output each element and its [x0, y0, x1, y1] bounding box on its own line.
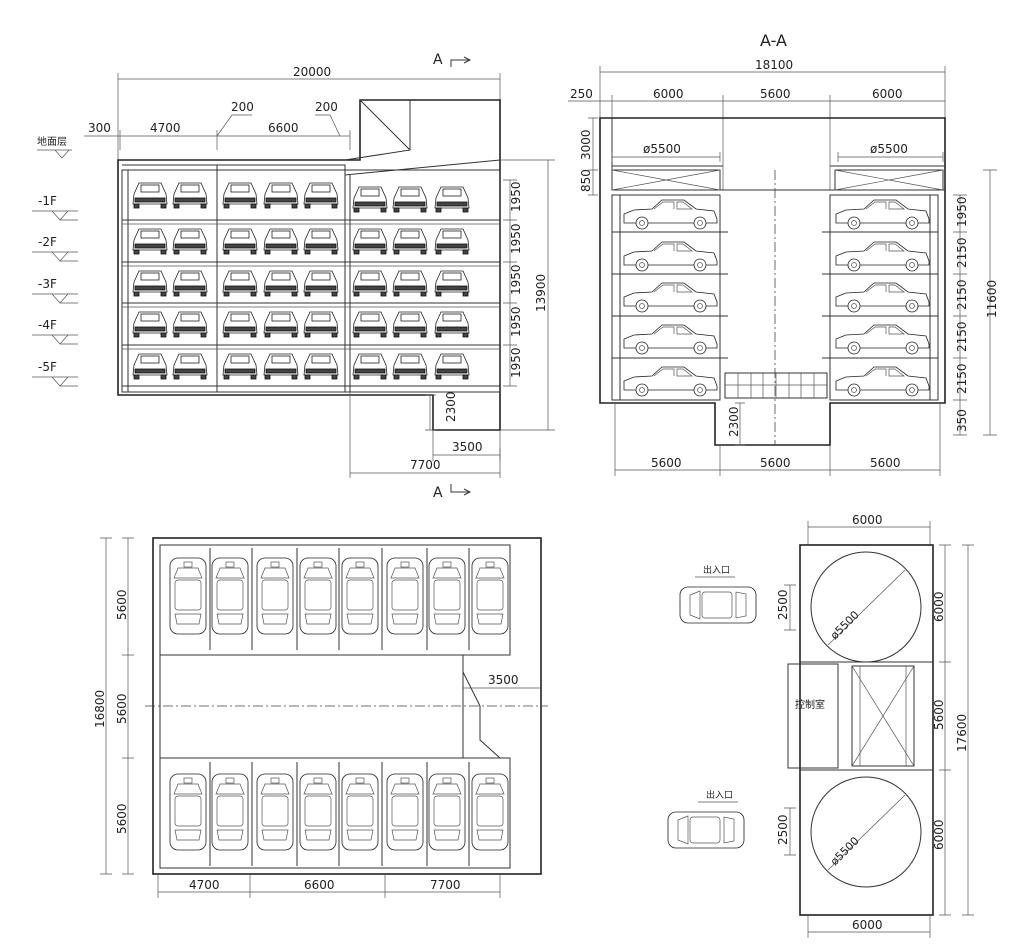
section-span-3: 6000 — [872, 87, 903, 101]
section-h4: 2150 — [955, 321, 969, 352]
entrance-h3: 6000 — [932, 819, 946, 850]
plan-bottom-7700: 7700 — [430, 878, 461, 892]
section-title: A-A — [760, 31, 787, 50]
section-h5: 2150 — [955, 363, 969, 394]
elev-bottom-width: 7700 — [410, 458, 441, 472]
entrance-top-width: 6000 — [852, 513, 883, 527]
section-span-2: 5600 — [760, 87, 791, 101]
plan-h2: 5600 — [115, 693, 129, 724]
elevation-seg-300: 300 — [88, 121, 111, 135]
plan-bottom-4700: 4700 — [189, 878, 220, 892]
plan-lane-width: 3500 — [488, 673, 519, 687]
entrance-queue-bottom: 2500 — [776, 814, 790, 845]
entrance-label-top: 出入口 — [703, 564, 730, 576]
section-overall-width: 18100 — [755, 58, 793, 72]
entrance-queue-top: 2500 — [776, 589, 790, 620]
elev-pit-width: 3500 — [452, 440, 483, 454]
section-pit-depth: 2300 — [727, 406, 741, 437]
entrance-plan-view: 6000 ø5500 ø5500 控制室 出入口 出入口 2500 2500 6… — [667, 513, 974, 938]
elev-pit-depth: 2300 — [444, 391, 458, 422]
elev-h5: 1950 — [509, 347, 523, 378]
entrance-bottom-width: 6000 — [852, 918, 883, 932]
entrance-h1: 6000 — [932, 591, 946, 622]
section-bottom-span-3: 5600 — [870, 456, 901, 470]
elevation-cars — [132, 182, 470, 380]
entrance-h2: 5600 — [932, 699, 946, 730]
section-total-height: 11600 — [985, 280, 999, 318]
level-1f: -1F — [38, 194, 57, 208]
entrance-turntable-bottom: ø5500 — [828, 834, 862, 868]
elev-h2: 1950 — [509, 223, 523, 254]
section-left-margin: 250 — [570, 87, 593, 101]
section-h1: 1950 — [955, 196, 969, 227]
section-cars — [623, 199, 930, 397]
entrance-turntable-top: ø5500 — [828, 608, 862, 642]
level-5f: -5F — [38, 360, 57, 374]
plan-total-height: 16800 — [93, 690, 107, 728]
plan-bottom-6600: 6600 — [304, 878, 335, 892]
section-bottom-span-1: 5600 — [651, 456, 682, 470]
entrance-label-bottom: 出入口 — [706, 789, 733, 801]
section-view: A-A 18100 250 6000 5600 6000 ø5500 ø5500… — [568, 31, 999, 476]
section-top-height-3000: 3000 — [579, 129, 593, 160]
section-span-1: 6000 — [653, 87, 684, 101]
level-4f: -4F — [38, 318, 57, 332]
elevation-overall-width: 20000 — [293, 65, 331, 79]
control-room-label: 控制室 — [795, 698, 825, 711]
plan-h3: 5600 — [115, 803, 129, 834]
elevation-view: A A 20000 300 4700 6600 200 200 地面层 -1F … — [32, 52, 555, 501]
plan-view: 3500 5600 5600 5600 16800 4700 6600 7700 — [93, 537, 548, 898]
section-turntable-right: ø5500 — [870, 142, 908, 156]
elevation-gap-200-right: 200 — [315, 100, 338, 114]
elev-h1: 1950 — [509, 181, 523, 212]
section-turntable-left: ø5500 — [643, 142, 681, 156]
section-h2: 2150 — [955, 237, 969, 268]
entrance-total-height: 17600 — [955, 714, 969, 752]
elevation-seg-6600: 6600 — [268, 121, 299, 135]
section-bottom-offset: 350 — [955, 409, 969, 432]
lift-pit-grid — [724, 372, 828, 399]
elev-total-height: 13900 — [534, 274, 548, 312]
section-top-height-850: 850 — [579, 169, 593, 192]
level-2f: -2F — [38, 235, 57, 249]
section-mark-a-bottom: A — [433, 485, 443, 501]
elev-h3: 1950 — [509, 264, 523, 295]
section-h3: 2150 — [955, 279, 969, 310]
elevation-gap-200-left: 200 — [231, 100, 254, 114]
section-mark-a-top: A — [433, 52, 443, 68]
elevation-seg-4700: 4700 — [150, 121, 181, 135]
section-bottom-span-2: 5600 — [760, 456, 791, 470]
elev-h4: 1950 — [509, 306, 523, 337]
level-markers: -1F -2F -3F -4F -5F — [32, 194, 78, 387]
level-3f: -3F — [38, 277, 57, 291]
plan-h1: 5600 — [115, 589, 129, 620]
ground-level-label: 地面层 — [37, 135, 67, 148]
